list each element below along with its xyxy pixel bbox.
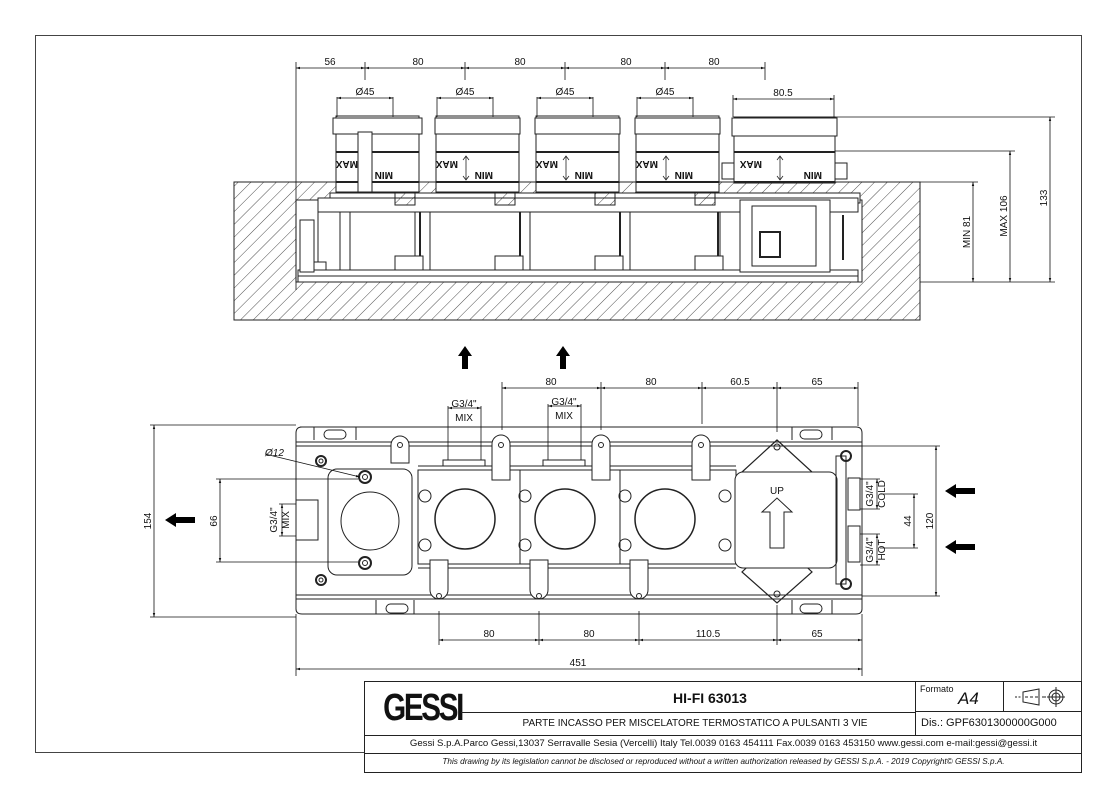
company-address: Gessi S.p.A.Parco Gessi,13037 Serravalle… (409, 738, 1038, 749)
max-label: MAX (535, 158, 558, 169)
mix-thread: G3/4" (551, 397, 577, 408)
dim-80: 80 (583, 629, 595, 640)
logo-cell: GESSI (364, 681, 482, 735)
arrow-left-icon (165, 513, 195, 527)
front-view-dimensions (150, 382, 940, 676)
cartridge-3 (534, 115, 621, 193)
dim-133: 133 (1039, 189, 1050, 206)
cold-thread: G3/4" (865, 481, 876, 507)
dim-154: 154 (143, 512, 154, 529)
dim-80: 80 (708, 57, 720, 68)
arrow-up-icon (458, 346, 472, 369)
dia-45: Ø45 (556, 87, 575, 98)
dim-80: 80 (645, 377, 657, 388)
dim-451: 451 (570, 658, 587, 669)
dim-max-106: MAX 106 (999, 195, 1010, 237)
dim-60-5: 60.5 (730, 377, 750, 388)
format-label: Formato (920, 684, 954, 694)
first-angle-projection-icon (1015, 687, 1065, 707)
min-label: MIN (375, 169, 393, 180)
dim-66: 66 (209, 515, 220, 527)
dim-65: 65 (811, 377, 823, 388)
drawing-number: Dis.: GPF6301300000G000 (921, 717, 1057, 729)
product-description: PARTE INCASSO PER MISCELATORE TERMOSTATI… (522, 718, 868, 729)
title-block: GESSI HI-FI 63013 PARTE INCASSO PER MISC… (364, 681, 1082, 773)
thermostat-box (721, 116, 848, 184)
max-label: MAX (635, 158, 658, 169)
top-view (233, 115, 921, 321)
max-label: MAX (435, 158, 458, 169)
arrow-left-icon (945, 484, 975, 498)
up-arrow-icon (760, 497, 794, 549)
arrow-left-icon (945, 540, 975, 554)
dim-80: 80 (514, 57, 526, 68)
gessi-logo: GESSI (383, 686, 465, 729)
min-max-labels: MAX MAX MAX MAX MAX MIN MIN MIN MIN MIN (335, 158, 822, 180)
top-view-dimensions (295, 62, 1055, 290)
up-label: UP (770, 486, 784, 497)
front-view (295, 426, 863, 615)
dim-80-5: 80.5 (773, 88, 793, 99)
dim-80: 80 (620, 57, 632, 68)
copyright-disclaimer: This drawing by its legislation cannot b… (442, 757, 1005, 766)
dim-65: 65 (811, 629, 823, 640)
min-label: MIN (804, 169, 822, 180)
mix-label: MIX (281, 511, 292, 529)
view-direction-arrows (165, 346, 975, 554)
mix-thread: G3/4" (451, 399, 477, 410)
hot-label: HOT (877, 539, 888, 560)
top-view-dim-labels: 56 80 80 80 80 Ø45 Ø45 Ø45 Ø45 80.5 MIN … (324, 57, 1050, 248)
min-label: MIN (675, 169, 693, 180)
dim-80: 80 (483, 629, 495, 640)
mix-thread: G3/4" (269, 507, 280, 533)
min-label: MIN (575, 169, 593, 180)
dim-120: 120 (925, 512, 936, 529)
dia-45: Ø45 (356, 87, 375, 98)
arrow-up-icon (556, 346, 570, 369)
dim-110-5: 110.5 (696, 629, 721, 640)
format-value: A4 (958, 689, 979, 708)
product-title: HI-FI 63013 (673, 690, 747, 706)
dim-dia-12: Ø12 (264, 448, 284, 459)
front-view-dim-labels: 80 80 60.5 65 G3/4" MIX G3/4" MIX G3/4" … (143, 377, 936, 669)
mix-label: MIX (455, 413, 473, 424)
max-label: MAX (739, 158, 762, 169)
dim-80: 80 (545, 377, 557, 388)
cold-label: COLD (877, 480, 888, 508)
dim-80: 80 (412, 57, 424, 68)
cartridge-2 (434, 115, 521, 193)
dia-45: Ø45 (456, 87, 475, 98)
dim-min-81: MIN 81 (962, 215, 973, 248)
dia-45: Ø45 (656, 87, 675, 98)
mix-label: MIX (555, 411, 573, 422)
min-label: MIN (475, 169, 493, 180)
hot-thread: G3/4" (865, 537, 876, 563)
cartridge-4 (634, 115, 721, 193)
max-label: MAX (335, 158, 358, 169)
dim-44: 44 (903, 515, 914, 527)
dim-56: 56 (324, 57, 336, 68)
cartridge-1 (332, 115, 423, 193)
